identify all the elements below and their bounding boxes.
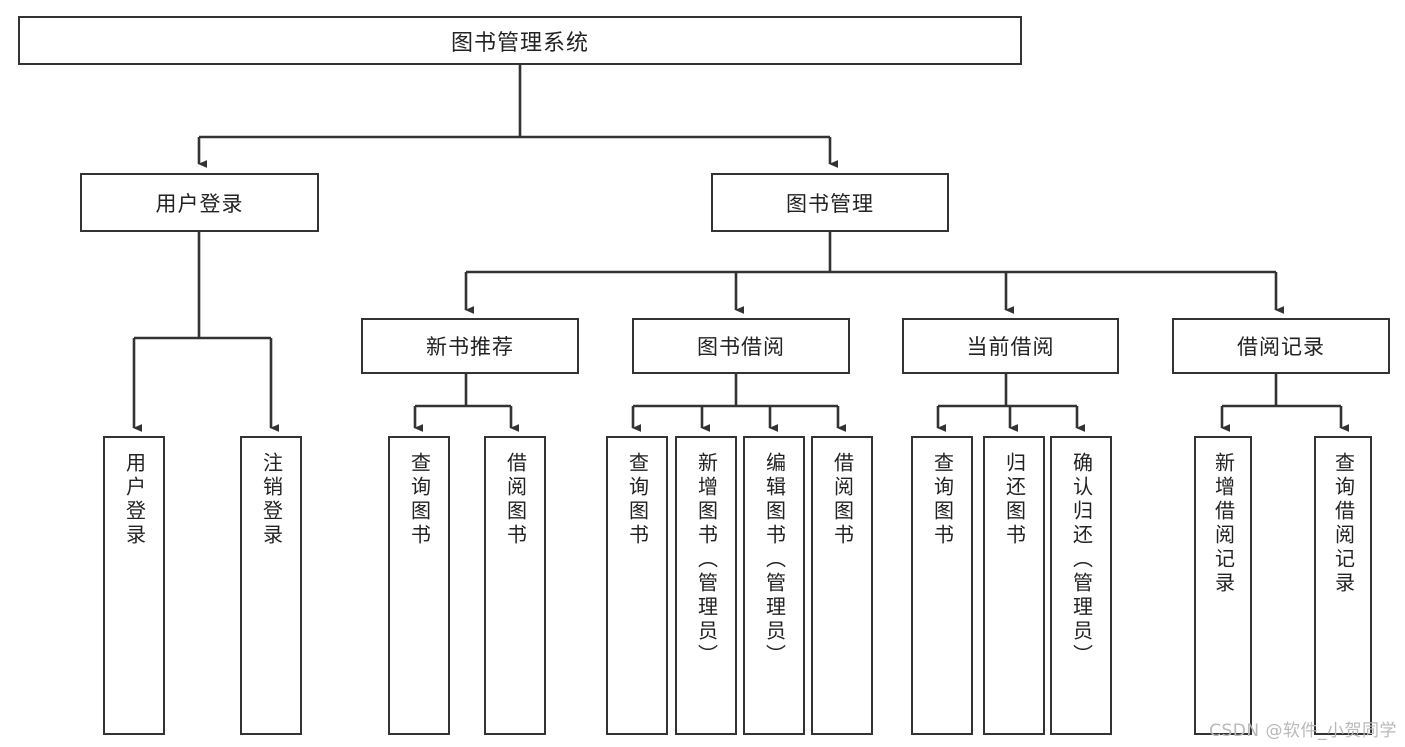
node-leaf-query-book-1[interactable]: 查询图书 — [388, 436, 450, 735]
node-borrow-record[interactable]: 借阅记录 — [1172, 318, 1390, 374]
node-root[interactable]: 图书管理系统 — [18, 16, 1022, 65]
node-book-borrow[interactable]: 图书借阅 — [632, 318, 850, 374]
node-leaf-query-book-3[interactable]: 查询图书 — [911, 436, 973, 735]
node-book-manage[interactable]: 图书管理 — [711, 173, 949, 232]
node-leaf-add-record[interactable]: 新增借阅记录 — [1194, 436, 1252, 735]
node-leaf-user-login[interactable]: 用户登录 — [103, 436, 165, 735]
csdn-watermark: CSDN @软件_小贺同学 — [1209, 721, 1397, 741]
node-leaf-borrow-book-1[interactable]: 借阅图书 — [484, 436, 546, 735]
node-user-login[interactable]: 用户登录 — [80, 173, 319, 232]
node-leaf-return-book[interactable]: 归还图书 — [983, 436, 1045, 735]
node-new-book-rec[interactable]: 新书推荐 — [361, 318, 579, 374]
node-leaf-edit-book[interactable]: 编辑图书（管理员） — [743, 436, 805, 735]
node-leaf-user-logout[interactable]: 注销登录 — [240, 436, 302, 735]
node-leaf-query-book-2[interactable]: 查询图书 — [606, 436, 668, 735]
node-leaf-borrow-book-2[interactable]: 借阅图书 — [811, 436, 873, 735]
node-leaf-add-book[interactable]: 新增图书（管理员） — [675, 436, 737, 735]
node-current-borrow[interactable]: 当前借阅 — [902, 318, 1119, 374]
node-leaf-confirm-return[interactable]: 确认归还（管理员） — [1050, 436, 1112, 735]
node-leaf-query-record[interactable]: 查询借阅记录 — [1314, 436, 1372, 735]
